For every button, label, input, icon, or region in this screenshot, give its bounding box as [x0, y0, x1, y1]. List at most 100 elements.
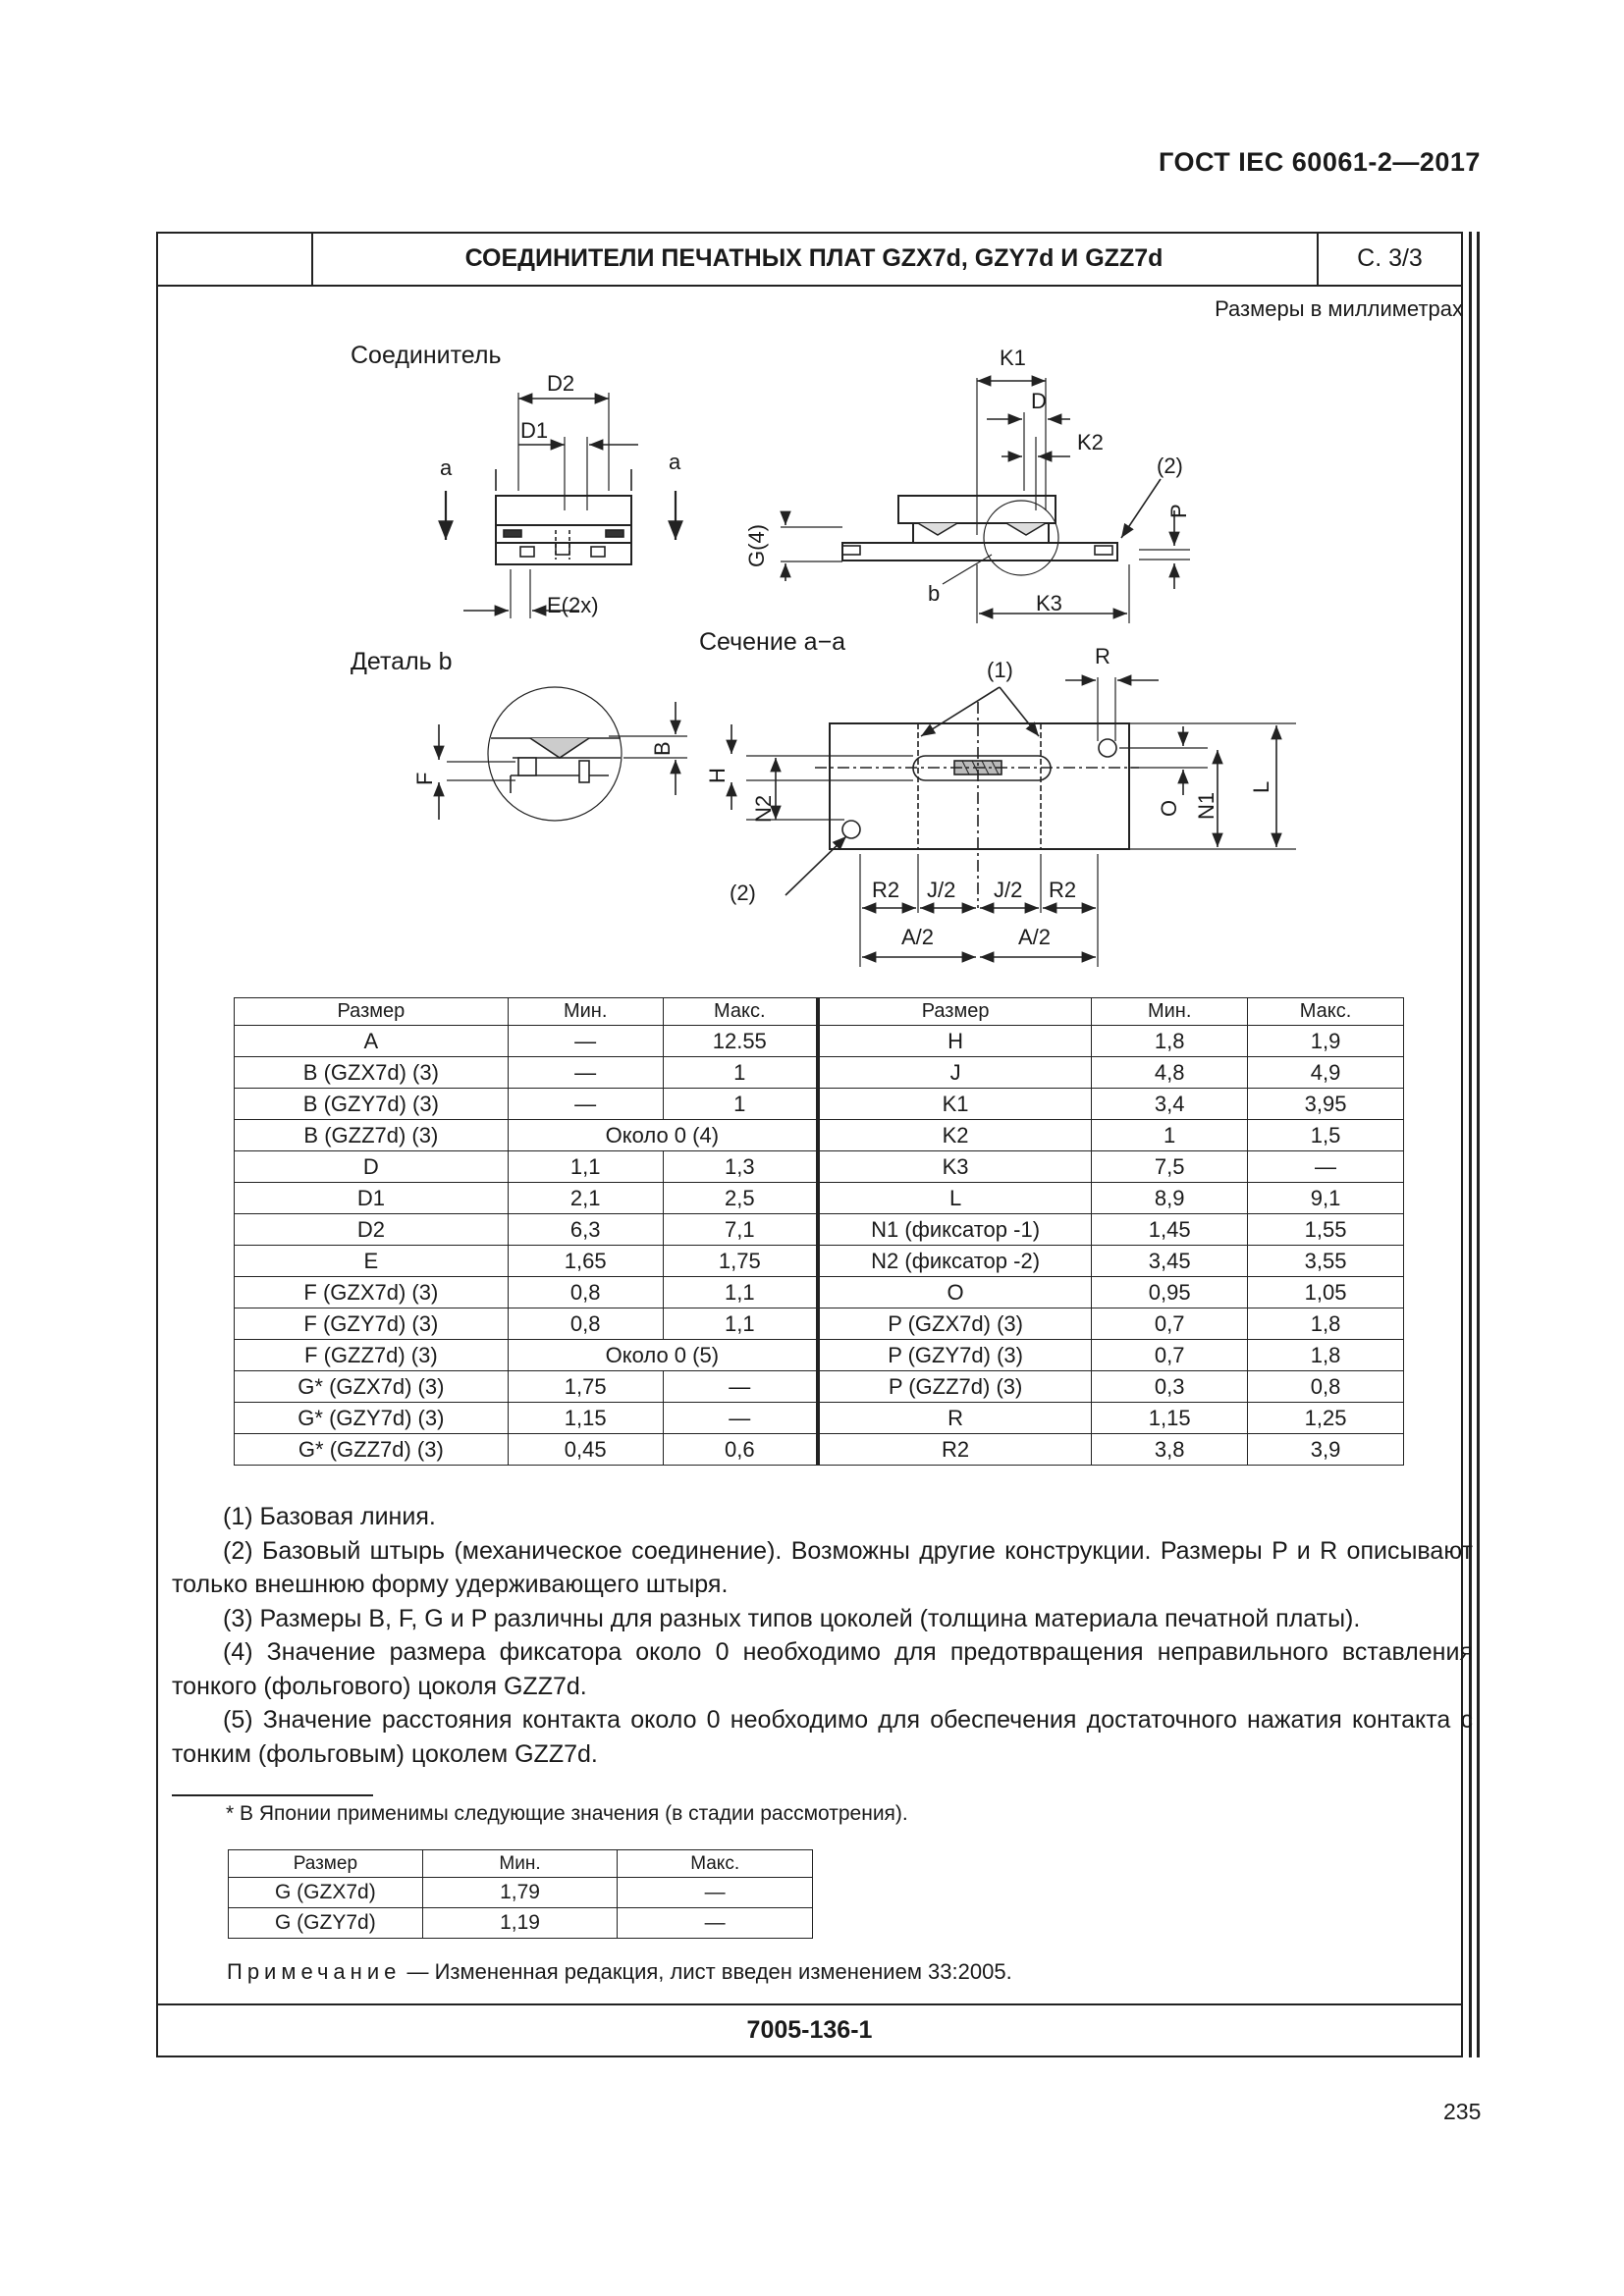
col-header: Макс. — [662, 997, 820, 1026]
col-header: Мин. — [507, 997, 664, 1026]
table-cell: K2 — [817, 1119, 1093, 1151]
dim-label-d: D — [1031, 389, 1047, 413]
table-cell: 1 — [662, 1088, 820, 1120]
footnote-rule — [172, 1794, 373, 1796]
dim-label-a2-right: A/2 — [1018, 925, 1051, 949]
table-cell: Около 0 (5) — [507, 1339, 820, 1371]
table-cell: 1,1 — [507, 1150, 664, 1183]
table-cell: 1 — [662, 1056, 820, 1089]
dim-label-ref1: (1) — [987, 658, 1013, 682]
table-row: G (GZX7d) 1,79 — — [228, 1877, 813, 1908]
table-header-row: Размер Мин. Макс. Размер Мин. Макс. — [234, 997, 1404, 1026]
table-cell: P (GZY7d) (3) — [817, 1339, 1093, 1371]
table-cell: 1,9 — [1247, 1025, 1404, 1057]
table-cell: 3,4 — [1091, 1088, 1249, 1120]
table-cell: B (GZZ7d) (3) — [234, 1119, 509, 1151]
table-cell: D2 — [234, 1213, 509, 1246]
table-cell: N1 (фиксатор -1) — [817, 1213, 1093, 1246]
section-view-label: Сечение a−a — [699, 628, 846, 656]
dim-label-b-detail: B — [650, 741, 675, 756]
table-cell: 3,8 — [1091, 1433, 1249, 1466]
connector-view-label: Соединитель — [351, 342, 502, 369]
dim-label-f: F — [412, 773, 437, 785]
dim-label-k2: K2 — [1077, 430, 1104, 454]
footnote: * В Японии применимы следующие значения … — [226, 1802, 908, 1825]
table-cell: 12.55 — [662, 1025, 820, 1057]
dim-label-j2-left: J/2 — [927, 878, 955, 902]
table-cell: 0,8 — [1247, 1370, 1404, 1403]
dim-label-p: P — [1166, 504, 1191, 518]
table-cell: R2 — [817, 1433, 1093, 1466]
table-cell: 2,5 — [662, 1182, 820, 1214]
table-cell: 1,05 — [1247, 1276, 1404, 1308]
dim-label-r2-left: R2 — [872, 878, 899, 902]
table-cell: P (GZX7d) (3) — [817, 1308, 1093, 1340]
connector-side-view — [780, 375, 1190, 623]
dimension-table: Размер Мин. Макс. Размер Мин. Макс. A—12… — [234, 997, 1404, 1466]
frame-outer-rule — [1477, 232, 1480, 2057]
frame-outer-rule — [1469, 232, 1472, 2057]
note-4: (4) Значение размера фиксатора около 0 н… — [172, 1638, 1473, 1700]
table-cell: L — [817, 1182, 1093, 1214]
dim-label-k1: K1 — [1000, 346, 1026, 370]
table-cell: J — [817, 1056, 1093, 1089]
col-header: Макс. — [1247, 997, 1404, 1026]
table-cell: 1,5 — [1247, 1119, 1404, 1151]
dim-label-n2: N2 — [751, 795, 776, 823]
dim-label-k3: K3 — [1036, 591, 1062, 615]
note-2: (2) Базовый штырь (механическое соединен… — [172, 1536, 1473, 1599]
header-bottom-rule — [158, 285, 1461, 287]
table-cell: 1 — [1091, 1119, 1249, 1151]
col-header: Размер — [234, 997, 509, 1026]
table-cell: G (GZX7d) — [228, 1877, 423, 1908]
table-cell: G* (GZY7d) (3) — [234, 1402, 509, 1434]
table-cell: — — [662, 1370, 820, 1403]
table-cell: — — [507, 1025, 664, 1057]
sheet-title: СОЕДИНИТЕЛИ ПЕЧАТНЫХ ПЛАТ GZX7d, GZY7d И… — [464, 243, 1164, 272]
dim-label-r2-right: R2 — [1049, 878, 1076, 902]
table-cell: A — [234, 1025, 509, 1057]
dim-label-h: H — [705, 768, 730, 783]
section-a-a-view — [726, 674, 1296, 967]
table-cell: 7,5 — [1091, 1150, 1249, 1183]
dim-label-a-left: a — [440, 455, 453, 480]
table-cell: 2,1 — [507, 1182, 664, 1214]
table-cell: B (GZY7d) (3) — [234, 1088, 509, 1120]
note-5: (5) Значение расстояния контакта около 0… — [172, 1706, 1473, 1768]
dim-label-ref2-section: (2) — [730, 881, 756, 905]
dim-label-n1: N1 — [1194, 792, 1218, 820]
table-cell: 1,75 — [507, 1370, 664, 1403]
table-cell: R — [817, 1402, 1093, 1434]
col-header: Размер — [228, 1849, 423, 1878]
table-cell: 4,8 — [1091, 1056, 1249, 1089]
dim-label-a2-left: A/2 — [901, 925, 934, 949]
header-left-divider — [311, 234, 313, 286]
table-cell: 9,1 — [1247, 1182, 1404, 1214]
table-cell: 1,25 — [1247, 1402, 1404, 1434]
table-cell: B (GZX7d) (3) — [234, 1056, 509, 1089]
table-cell: 1,45 — [1091, 1213, 1249, 1246]
table-cell: N2 (фиксатор -2) — [817, 1245, 1093, 1277]
document-number: 7005-136-1 — [746, 2016, 873, 2044]
table-cell: — — [507, 1088, 664, 1120]
table-cell: 3,9 — [1247, 1433, 1404, 1466]
table-cell: 1,19 — [421, 1907, 619, 1939]
table-cell: G (GZY7d) — [228, 1907, 423, 1939]
table-cell: H — [817, 1025, 1093, 1057]
sheet-number: С. 3/3 — [1357, 243, 1423, 272]
table-row: G (GZY7d) 1,19 — — [228, 1907, 813, 1939]
table-cell: 0,7 — [1091, 1339, 1249, 1371]
table-cell: D — [234, 1150, 509, 1183]
table-cell: 1,1 — [662, 1276, 820, 1308]
table-cell: 1,55 — [1247, 1213, 1404, 1246]
table-cell: 1,65 — [507, 1245, 664, 1277]
note-text: — Измененная редакция, лист введен измен… — [406, 1959, 1012, 1984]
table-cell: 3,55 — [1247, 1245, 1404, 1277]
